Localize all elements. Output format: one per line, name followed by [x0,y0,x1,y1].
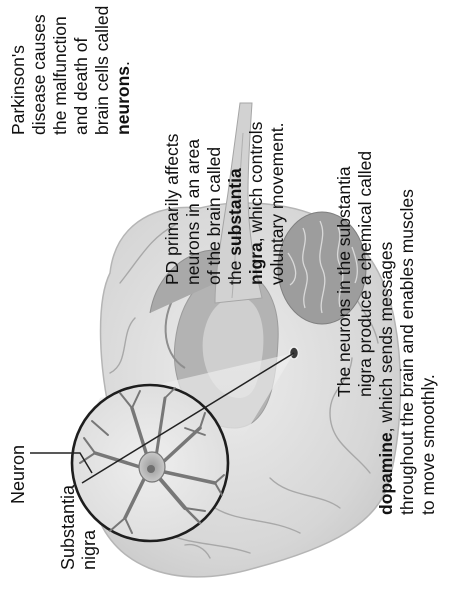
intro-line-6-rest: . [113,61,133,66]
dopamine-line-3-rest: , which sends messages [376,242,396,433]
intro-line-1: Parkinson's [8,45,28,135]
pd-line-5-rest: , which controls [246,122,266,243]
pd-line-1: PD primarily affects [162,134,182,285]
intro-line-3: the malfunction [50,16,70,135]
caption-pd: PD primarily affects neurons in an area … [162,122,288,285]
pd-line-4-pre: the [225,256,245,285]
dopamine-term: dopamine [376,432,396,515]
dopamine-line-5: to move smoothly. [418,374,438,515]
pd-line-6: voluntary movement. [267,123,287,285]
neuron-label: Neuron [8,445,29,504]
intro-term-neurons: neurons [113,66,133,135]
substantia-nigra-label-line2: nigra [79,530,99,570]
dopamine-line-4: throughout the brain and enables muscles [397,189,417,515]
pd-term-nigra: nigra [246,242,266,285]
caption-intro: Parkinson's disease causes the malfuncti… [8,6,134,135]
substantia-nigra-label: Substantia nigra [58,485,100,570]
pd-line-3: of the brain called [204,147,224,285]
pd-line-2: neurons in an area [183,139,203,285]
dopamine-line-2: nigra produce a chemical called [355,151,376,515]
caption-dopamine: The neurons in the substantia nigra prod… [334,151,439,515]
intro-line-2: disease causes [29,14,49,135]
intro-line-5: brain cells called [92,6,112,135]
substantia-nigra-label-line1: Substantia [58,485,78,570]
dopamine-line-1: The neurons in the substantia [334,166,355,515]
pd-term-substantia: substantia [225,168,245,256]
intro-line-4: and death of [71,38,91,135]
